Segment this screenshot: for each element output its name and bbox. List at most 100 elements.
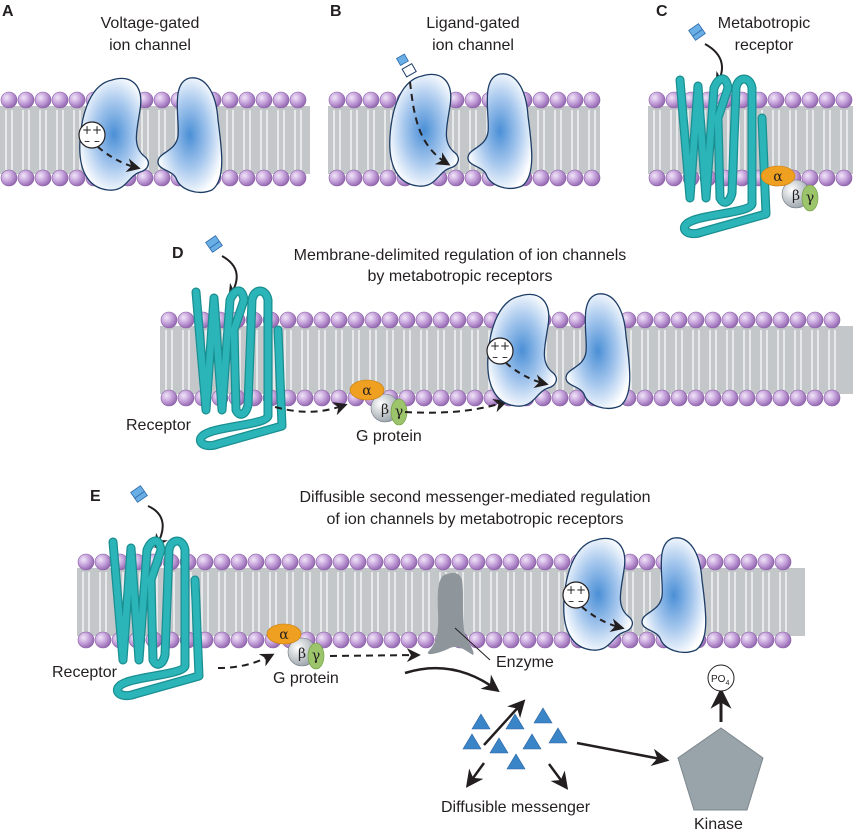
lipid-head xyxy=(94,553,112,571)
lipid-head xyxy=(400,631,418,649)
panel-a-title-line2: ion channel xyxy=(109,37,191,54)
beta-label: β xyxy=(298,646,306,662)
lipid-head xyxy=(315,553,333,571)
lipid-head xyxy=(772,389,790,407)
lipid-head xyxy=(638,631,656,649)
lipid-head xyxy=(313,311,331,329)
signal-arrow xyxy=(217,653,275,669)
lipid-head xyxy=(160,311,178,329)
ligand-icon xyxy=(130,485,148,503)
receptor-label: Receptor xyxy=(52,664,118,681)
lipid-head xyxy=(366,631,384,649)
kinase-label: Kinase xyxy=(694,816,743,831)
lipid-head xyxy=(502,631,520,649)
lipid-head xyxy=(823,311,841,329)
gating-arrow xyxy=(97,146,141,173)
lipid-head xyxy=(296,311,314,329)
negative-charge: – – xyxy=(492,350,508,364)
panel-letter-b: B xyxy=(330,3,342,20)
lipid-head xyxy=(466,311,484,329)
diffuse-arrow-left xyxy=(465,762,486,788)
diffusible-messenger-group xyxy=(462,707,568,770)
lipid-head xyxy=(177,311,195,329)
po4-badge: PO4 xyxy=(707,664,735,692)
messenger-to-channel-arrow xyxy=(483,699,526,746)
negative-charge: – – xyxy=(568,594,584,608)
lipid-head xyxy=(332,553,350,571)
panel-d-title-line1: Membrane-delimited regulation of ion cha… xyxy=(294,247,627,264)
lipid-head xyxy=(835,91,853,109)
metabotropic-receptor-e xyxy=(108,536,204,700)
production-arrow xyxy=(404,666,500,693)
panel-a: A Voltage-gated ion channel ++– – xyxy=(2,3,223,193)
lipid-head xyxy=(289,169,307,187)
lipid-head xyxy=(532,91,550,109)
lipid-head xyxy=(767,91,785,109)
lipid-head xyxy=(568,389,586,407)
lipid-head xyxy=(806,311,824,329)
receptor-helices xyxy=(192,287,286,449)
lipid-head xyxy=(801,91,819,109)
lipid-head xyxy=(738,311,756,329)
lipid-head xyxy=(398,311,416,329)
lipid-head xyxy=(51,91,69,109)
lipid-head xyxy=(566,169,584,187)
lipid-bilayer xyxy=(0,91,310,187)
lipid-head xyxy=(68,169,86,187)
lipid-head xyxy=(34,169,52,187)
lipid-head xyxy=(568,311,586,329)
lipid-head xyxy=(502,553,520,571)
lipid-head xyxy=(818,169,836,187)
signal-arrow xyxy=(274,402,348,416)
g-alpha-subunit xyxy=(349,379,385,401)
lipid-head xyxy=(566,91,584,109)
bilayer-core xyxy=(328,106,600,174)
lipid-head xyxy=(213,553,231,571)
g-alpha-subunit xyxy=(760,165,796,187)
lipid-head xyxy=(532,169,550,187)
lipid-head xyxy=(0,169,18,187)
lipid-head xyxy=(449,389,467,407)
panel-e: E Diffusible second messenger-mediated r… xyxy=(52,485,764,831)
lipid-head xyxy=(485,553,503,571)
lipid-head xyxy=(464,91,482,109)
lipid-head xyxy=(272,91,290,109)
g-protein-label: G protein xyxy=(356,428,422,445)
lipid-head xyxy=(417,631,435,649)
lipid-head xyxy=(94,631,112,649)
lipid-head xyxy=(383,631,401,649)
lipid-head xyxy=(415,311,433,329)
lipid-head xyxy=(400,553,418,571)
lipid-head xyxy=(740,553,758,571)
lipid-head xyxy=(281,553,299,571)
lipid-head xyxy=(536,553,554,571)
lipid-head xyxy=(549,169,567,187)
beta-label: β xyxy=(792,188,800,204)
lipid-head xyxy=(755,389,773,407)
metabotropic-receptor-c xyxy=(675,74,771,238)
panel-d: D Membrane-delimited regulation of ion c… xyxy=(126,235,631,450)
lipid-head xyxy=(670,389,688,407)
panel-e-title-line2: of ion channels by metabotropic receptor… xyxy=(326,511,623,528)
lipid-head xyxy=(432,311,450,329)
ligand-shape xyxy=(688,23,706,41)
lipid-head xyxy=(636,389,654,407)
lipid-head xyxy=(621,631,639,649)
ion-channel-e: ++– – xyxy=(562,537,707,653)
lipid-head xyxy=(383,553,401,571)
lipid-head xyxy=(757,553,775,571)
lipid-head xyxy=(706,553,724,571)
lipid-head xyxy=(177,389,195,407)
panel-letter-e: E xyxy=(90,488,101,505)
lipid-head xyxy=(648,91,666,109)
gating-arrow xyxy=(505,362,549,389)
lipid-head xyxy=(823,389,841,407)
channel-subunit-right xyxy=(467,73,533,189)
negative-charge: – – xyxy=(84,134,100,148)
lipid-head xyxy=(434,553,452,571)
lipid-head xyxy=(298,553,316,571)
messenger-molecule xyxy=(471,713,491,730)
lipid-head xyxy=(313,389,331,407)
lipid-head xyxy=(230,631,248,649)
